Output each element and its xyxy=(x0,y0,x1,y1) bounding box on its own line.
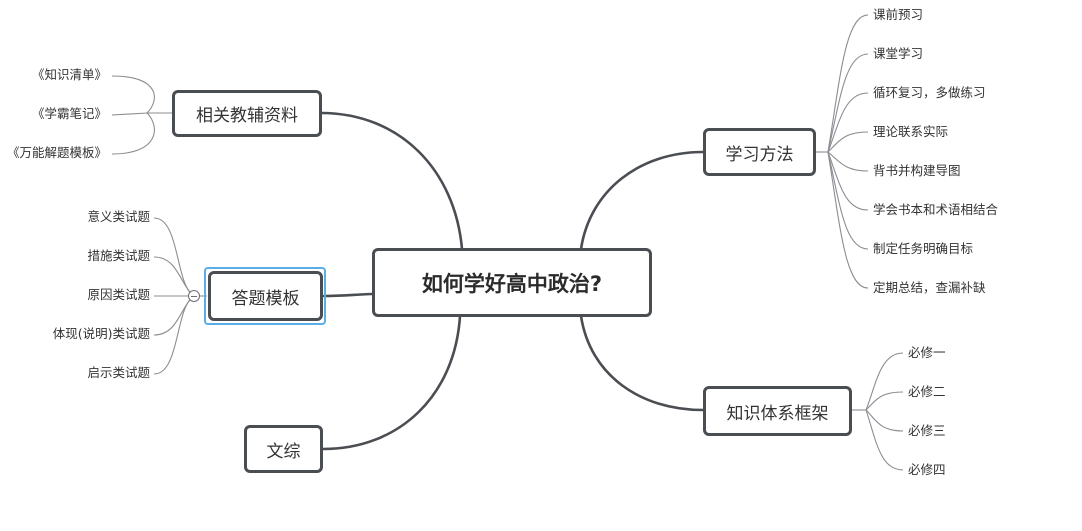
topic-templates[interactable]: 答题模板 xyxy=(208,271,323,321)
subtopic-materials-1[interactable]: 《知识清单》 xyxy=(31,67,107,82)
subtopic-methods-2[interactable]: 课堂学习 xyxy=(873,46,924,61)
topic-materials[interactable]: 相关教辅资料 xyxy=(172,90,322,137)
topic-methods-label: 学习方法 xyxy=(725,144,794,165)
topic-framework-label: 知识体系框架 xyxy=(726,403,829,424)
subtopic-framework-3[interactable]: 必修三 xyxy=(908,423,946,438)
topic-templates-label: 答题模板 xyxy=(231,288,300,309)
subtopic-templates-4[interactable]: 体现(说明)类试题 xyxy=(52,326,150,341)
topic-methods[interactable]: 学习方法 xyxy=(703,128,816,176)
subtopic-templates-1[interactable]: 意义类试题 xyxy=(87,209,150,224)
subtopic-methods-1[interactable]: 课前预习 xyxy=(873,7,924,22)
subtopic-framework-4[interactable]: 必修四 xyxy=(908,462,946,477)
subtopic-framework-1[interactable]: 必修一 xyxy=(908,345,946,360)
collapse-toggle-templates[interactable] xyxy=(188,290,200,302)
topic-wenzong-label: 文综 xyxy=(266,441,301,462)
root-topic[interactable]: 如何学好高中政治? xyxy=(372,248,652,317)
subtopic-methods-4[interactable]: 理论联系实际 xyxy=(873,124,949,139)
edge-root-materials xyxy=(319,111,464,251)
subtopic-methods-5[interactable]: 背书并构建导图 xyxy=(873,163,961,178)
edge-root-framework xyxy=(579,314,705,412)
subtopic-materials-2[interactable]: 《学霸笔记》 xyxy=(31,106,107,121)
topic-materials-label: 相关教辅资料 xyxy=(196,106,298,126)
topic-wenzong[interactable]: 文综 xyxy=(244,425,323,473)
subtopic-templates-5[interactable]: 启示类试题 xyxy=(87,365,150,380)
subtopic-framework-2[interactable]: 必修二 xyxy=(908,384,946,399)
subtopic-methods-7[interactable]: 制定任务明确目标 xyxy=(873,241,974,256)
root-topic-label: 如何学好高中政治? xyxy=(421,271,603,296)
topic-framework[interactable]: 知识体系框架 xyxy=(703,386,852,436)
subtopic-methods-3[interactable]: 循环复习，多做练习 xyxy=(873,85,986,100)
subtopic-methods-8[interactable]: 定期总结，查漏补缺 xyxy=(873,280,986,295)
subtopic-templates-3[interactable]: 原因类试题 xyxy=(87,287,150,302)
edge-root-wenzong xyxy=(321,314,462,451)
edge-root-templates xyxy=(322,292,374,298)
subtopic-materials-3[interactable]: 《万能解题模板》 xyxy=(6,145,107,160)
subtopic-templates-2[interactable]: 措施类试题 xyxy=(87,248,150,263)
edge-root-methods xyxy=(579,150,705,251)
selection-highlight xyxy=(204,267,326,325)
subtopic-methods-6[interactable]: 学会书本和术语相结合 xyxy=(873,202,999,217)
